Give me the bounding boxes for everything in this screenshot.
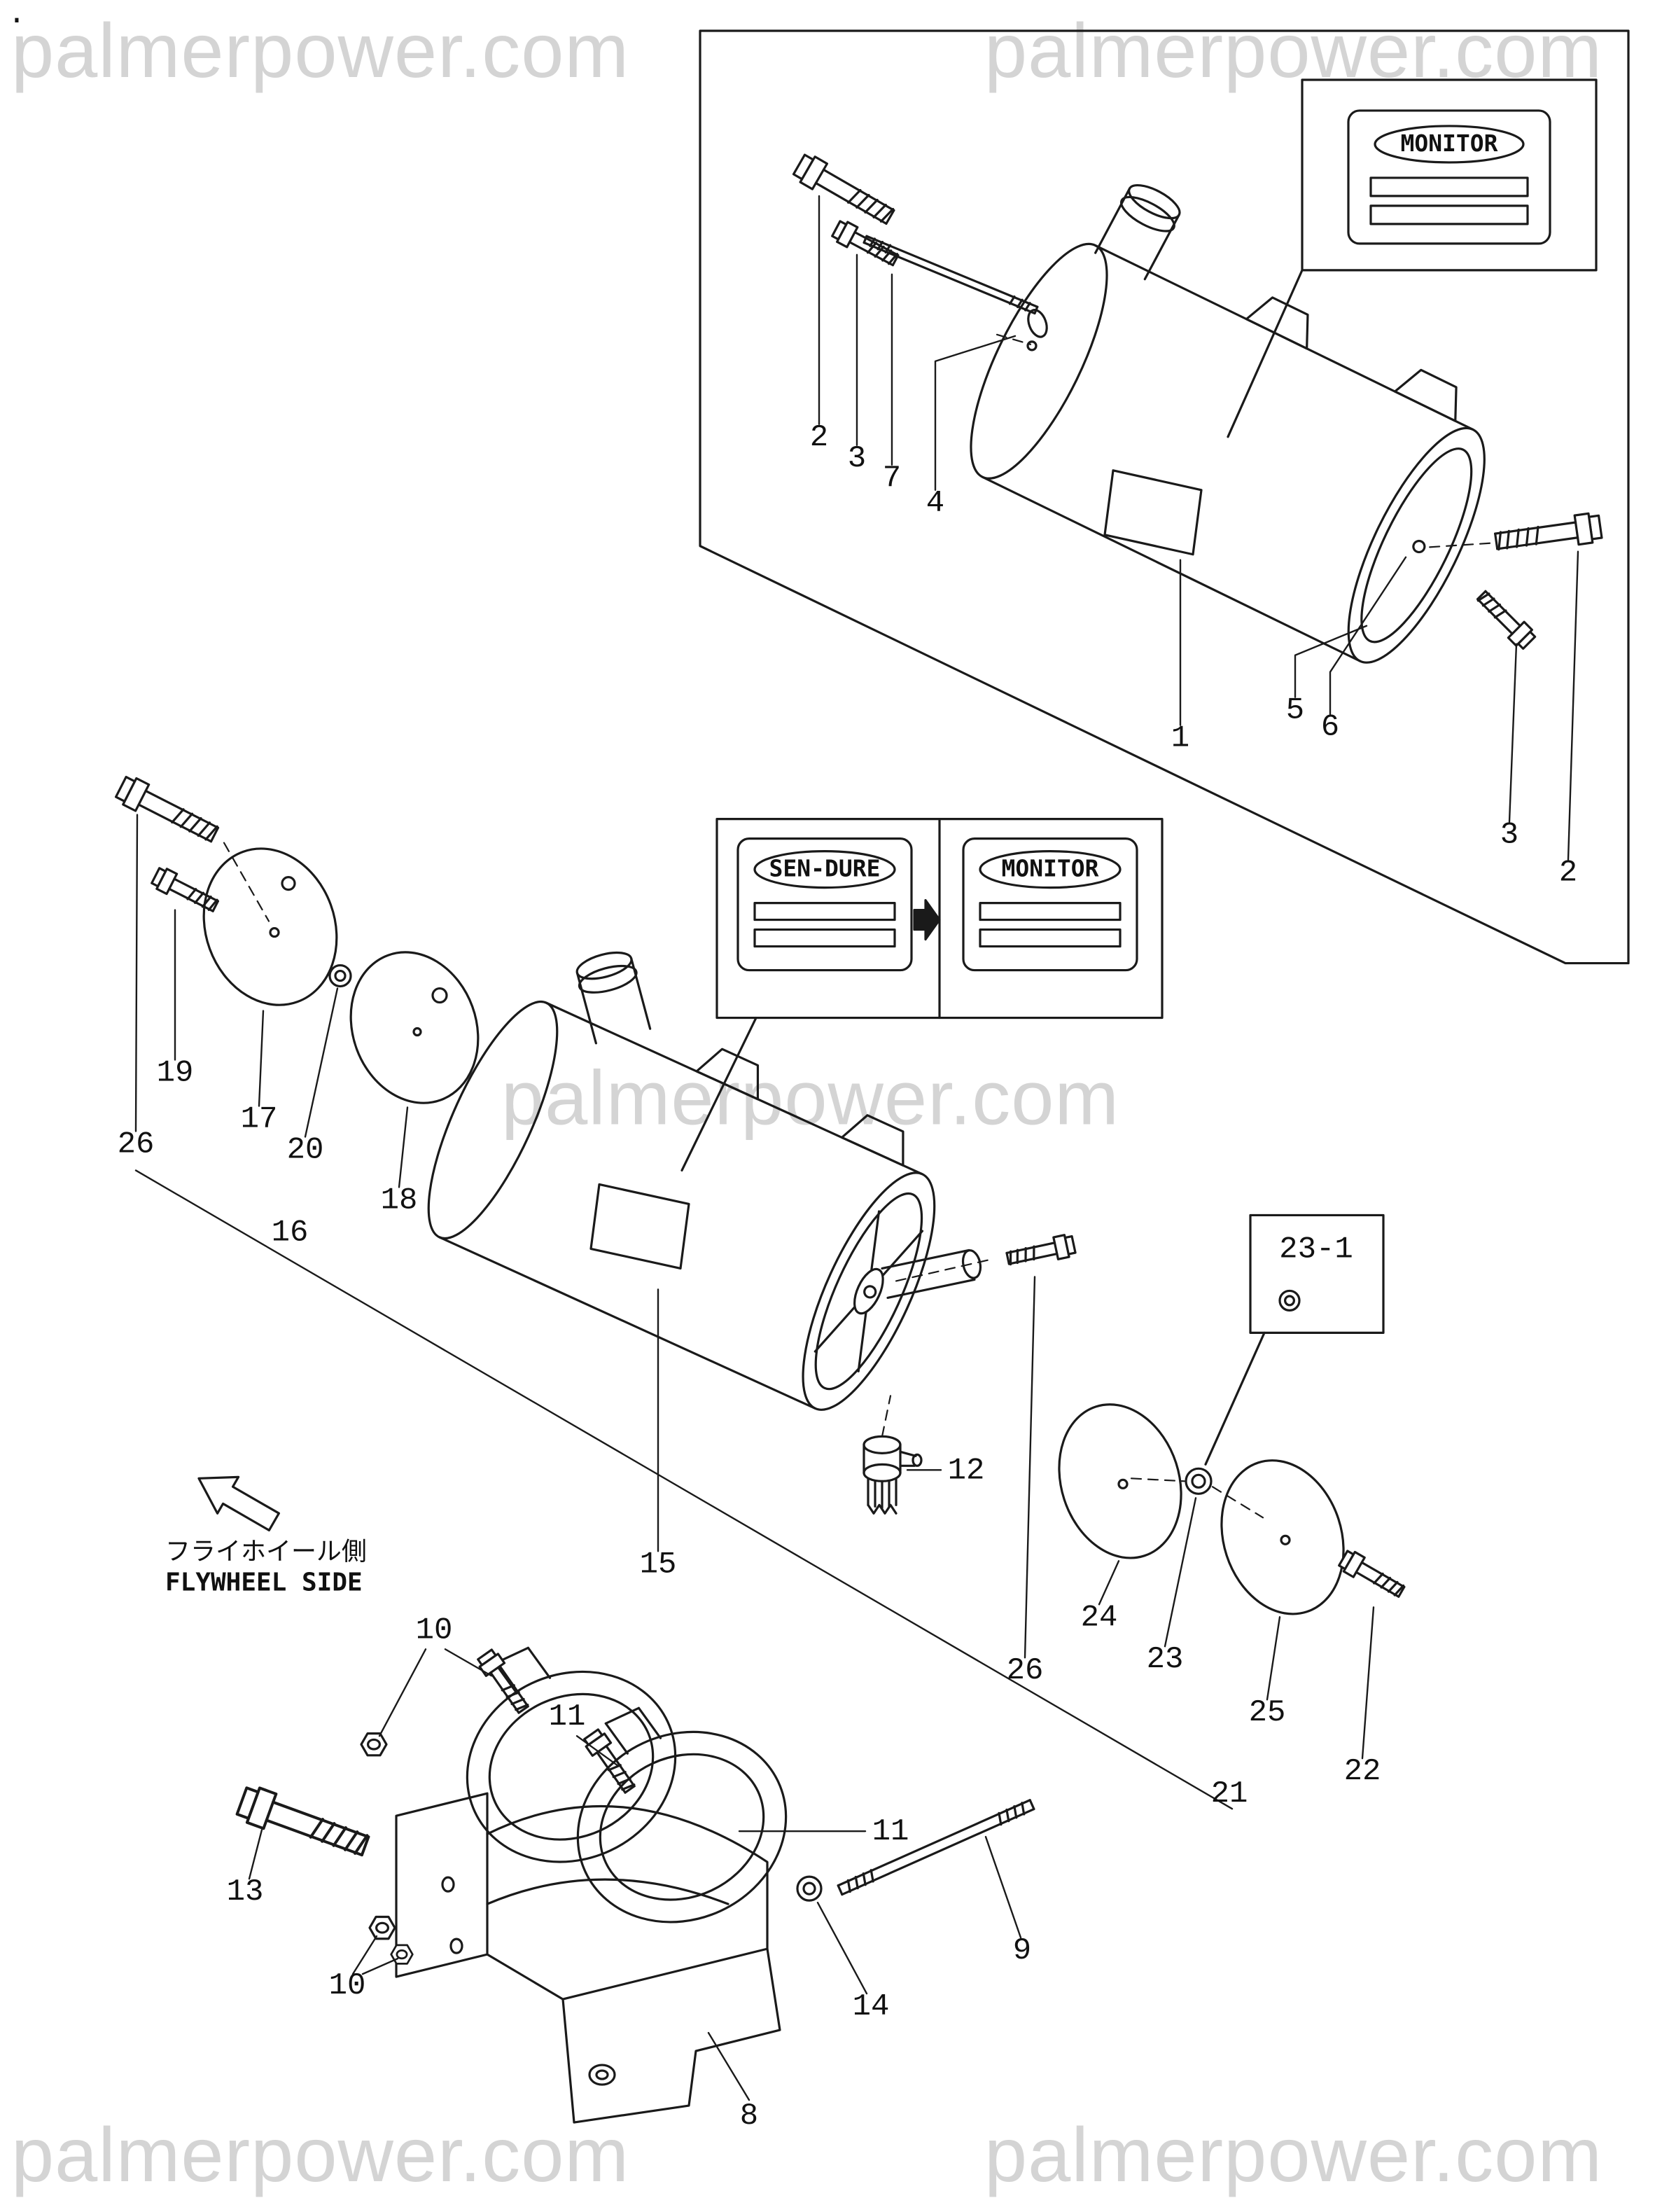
drain-valve <box>863 1395 923 1515</box>
washer-20 <box>328 964 352 988</box>
bracket-8 <box>395 1792 781 2124</box>
bolt-19 <box>149 864 222 917</box>
callout-upper-7: 7 <box>883 461 901 496</box>
callout-16: 16 <box>272 1215 309 1250</box>
cover-disc-24 <box>1058 1403 1182 1559</box>
watermark-center: palmerpower.com <box>501 1055 1119 1141</box>
callout-upper-1: 1 <box>1171 721 1189 756</box>
mounting-bracket-assembly <box>234 1606 1035 2124</box>
callout-upper-3: 3 <box>848 441 866 476</box>
sendure-plate-text: SEN-DURE <box>769 855 881 882</box>
stud-7 <box>863 235 1039 315</box>
cover-disc-25 <box>1220 1459 1345 1615</box>
bolt-26-left <box>113 772 223 849</box>
monitor-plate-text-2: MONITOR <box>1001 855 1098 882</box>
watermark-bottom-right: palmerpower.com <box>984 2112 1602 2198</box>
monitor-plate-text: MONITOR <box>1400 130 1497 157</box>
bolt-26-right <box>1004 1232 1077 1271</box>
nut-10-upper <box>360 1732 388 1757</box>
callout-upper-2: 2 <box>810 420 828 455</box>
callout-20: 20 <box>287 1132 324 1167</box>
watermark-top-left: palmerpower.com <box>11 8 629 94</box>
cover-disc-17 <box>202 847 338 1006</box>
sendure-monitor-callout-box: SEN-DURE MONITOR <box>680 818 1164 1172</box>
washer-23 <box>1185 1467 1213 1495</box>
clamp-11-left <box>420 1606 708 1897</box>
muffler-upper <box>970 183 1491 664</box>
flywheel-side-indicator: フライホイール側 FLYWHEEL SIDE <box>165 1475 367 1597</box>
callout-11-left: 11 <box>549 1699 586 1734</box>
callout-21: 21 <box>1211 1776 1248 1811</box>
nut-10-lower-1 <box>368 1915 396 1940</box>
callout-10-upper: 10 <box>416 1613 453 1648</box>
callout-23: 23 <box>1147 1642 1184 1677</box>
through-bolt-9 <box>837 1799 1035 1896</box>
corner-dot: . <box>8 0 26 32</box>
gasket-disc-18 <box>349 951 480 1104</box>
direction-arrow-icon <box>197 1475 280 1532</box>
callout-15: 15 <box>640 1547 677 1582</box>
detail-box-23-1: 23-1 <box>1204 1213 1385 1466</box>
callout-10-lower: 10 <box>329 1968 366 2003</box>
bolt-2-upper-left <box>790 151 899 231</box>
label-patch-upper <box>1103 469 1203 556</box>
upper-assembly-outline <box>699 29 1630 965</box>
callout-9: 9 <box>1013 1933 1031 1968</box>
callout-14: 14 <box>853 1989 890 2024</box>
callout-18: 18 <box>381 1183 418 1218</box>
callout-19: 19 <box>157 1056 194 1091</box>
callout-26-right: 26 <box>1007 1653 1044 1688</box>
callout-upper-6: 6 <box>1321 710 1339 745</box>
bolt-22 <box>1336 1547 1409 1603</box>
callout-17: 17 <box>241 1101 278 1136</box>
leader-lines <box>134 195 1579 2101</box>
inlet-elbow <box>1094 183 1181 281</box>
callout-12: 12 <box>948 1453 985 1488</box>
callout-upper-4: 4 <box>926 486 944 521</box>
callout-upper-right-3: 3 <box>1500 818 1518 853</box>
label-patch-mid <box>589 1183 690 1270</box>
watermark-bottom-left: palmerpower.com <box>11 2112 629 2198</box>
washer-14 <box>796 1875 823 1902</box>
clamp-bolt-10-lower <box>580 1727 641 1797</box>
flywheel-side-label-en: FLYWHEEL SIDE <box>165 1568 363 1597</box>
arrow-right-icon <box>913 898 941 941</box>
callout-upper-right-2: 2 <box>1559 856 1577 891</box>
muffler-mid <box>427 951 990 1411</box>
callout-upper-5: 5 <box>1286 693 1304 728</box>
callout-24: 24 <box>1081 1600 1118 1635</box>
callout-11-right: 11 <box>872 1814 909 1849</box>
callout-25: 25 <box>1249 1695 1286 1730</box>
inlet-elbow-mid <box>575 951 652 1045</box>
monitor-callout-box: MONITOR <box>1227 78 1598 438</box>
bolt-3-upper-right <box>1472 586 1539 652</box>
callouts: 2 3 7 4 1 5 6 3 2 19 17 20 26 18 16 15 1… <box>118 420 1578 2134</box>
callout-26-left: 26 <box>118 1127 155 1162</box>
flywheel-side-label-jp: フライホイール側 <box>165 1537 367 1566</box>
callout-8: 8 <box>740 2099 758 2134</box>
bolt-2-upper-right <box>1493 510 1604 557</box>
callout-13: 13 <box>227 1874 264 1910</box>
callout-23-1: 23-1 <box>1279 1232 1353 1267</box>
callout-22: 22 <box>1344 1754 1381 1789</box>
